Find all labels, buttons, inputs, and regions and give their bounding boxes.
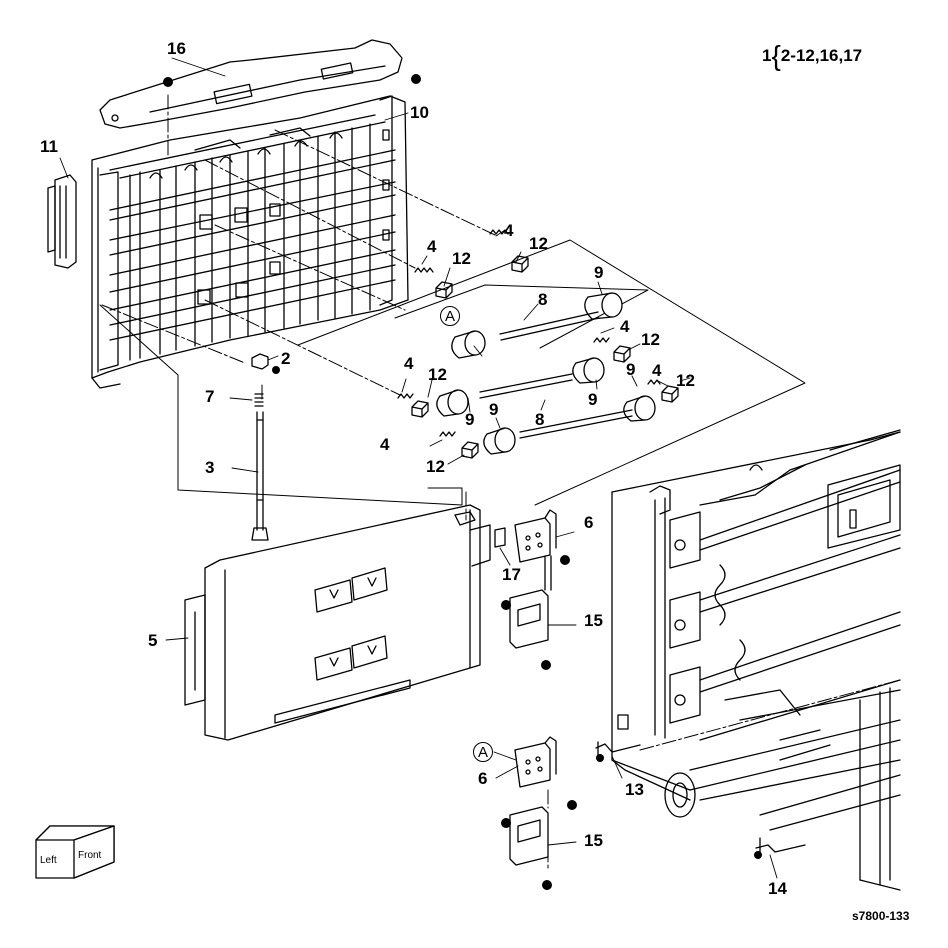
part-14-bracket (755, 837, 806, 857)
assembly-legend: 1{2-12,16,17 (762, 42, 862, 70)
callout-label: 4 (620, 317, 630, 336)
legend-assembly-number: 1 (762, 46, 772, 65)
bracket-set-lower (509, 736, 557, 866)
rod-assembly-2-7-3 (251, 353, 269, 541)
reference-mark-a: A (440, 306, 460, 326)
callout-label: 15 (584, 611, 603, 630)
orientation-left-label: Left (40, 855, 57, 866)
callout-label: 12 (452, 249, 471, 268)
orientation-front-label: Front (78, 850, 102, 861)
bracket-set-upper (494, 509, 557, 649)
orientation-cube (35, 825, 115, 879)
callout-label: 12 (529, 234, 548, 253)
callout-label: 11 (40, 137, 58, 156)
callout-label: 12 (426, 457, 445, 476)
callout-label: 9 (588, 390, 598, 409)
callout-label: 12 (641, 330, 660, 349)
callout-label: 9 (594, 263, 604, 282)
callout-label: 4 (380, 435, 390, 454)
callout-label: 14 (768, 879, 787, 898)
part-5-rear-plate (184, 504, 491, 741)
callout-label: 16 (167, 39, 186, 58)
callout-label: 5 (148, 631, 158, 650)
rollers-and-shafts (436, 292, 656, 455)
callout-label: 6 (478, 769, 488, 788)
callout-label: 9 (465, 410, 475, 429)
callout-label: 8 (538, 290, 548, 309)
machine-frame (611, 429, 901, 891)
part-16-top-cover (99, 39, 403, 129)
reference-mark-a: A (473, 742, 493, 762)
callout-label: 4 (504, 221, 514, 240)
callout-label: 13 (625, 780, 644, 799)
callout-label: 2 (281, 349, 291, 368)
callout-label: 4 (404, 354, 414, 373)
callout-label: 4 (427, 237, 437, 256)
callout-label: 6 (584, 513, 594, 532)
callout-label: 7 (205, 387, 215, 406)
part-10-main-frame (91, 95, 409, 389)
callout-label: 4 (652, 361, 662, 380)
bearings-part-12 (411, 255, 679, 459)
legend-contents: 2-12,16,17 (780, 46, 863, 65)
part-13-bracket (595, 741, 641, 757)
callout-label: 8 (535, 410, 545, 429)
springs-part-4 (397, 229, 661, 437)
callout-label: 12 (428, 365, 447, 384)
figure-id: s7800-133 (852, 909, 910, 923)
callout-label: 3 (205, 458, 215, 477)
screw-markers (163, 74, 762, 890)
callout-label: 9 (626, 360, 636, 379)
callout-label: 10 (410, 103, 429, 122)
part-11-left-bracket (47, 174, 77, 269)
legend-brace: { (771, 40, 781, 71)
callout-label: 12 (676, 371, 695, 390)
callout-label: 17 (502, 565, 521, 584)
callout-label: 9 (489, 400, 499, 419)
callout-label: 15 (584, 831, 603, 850)
